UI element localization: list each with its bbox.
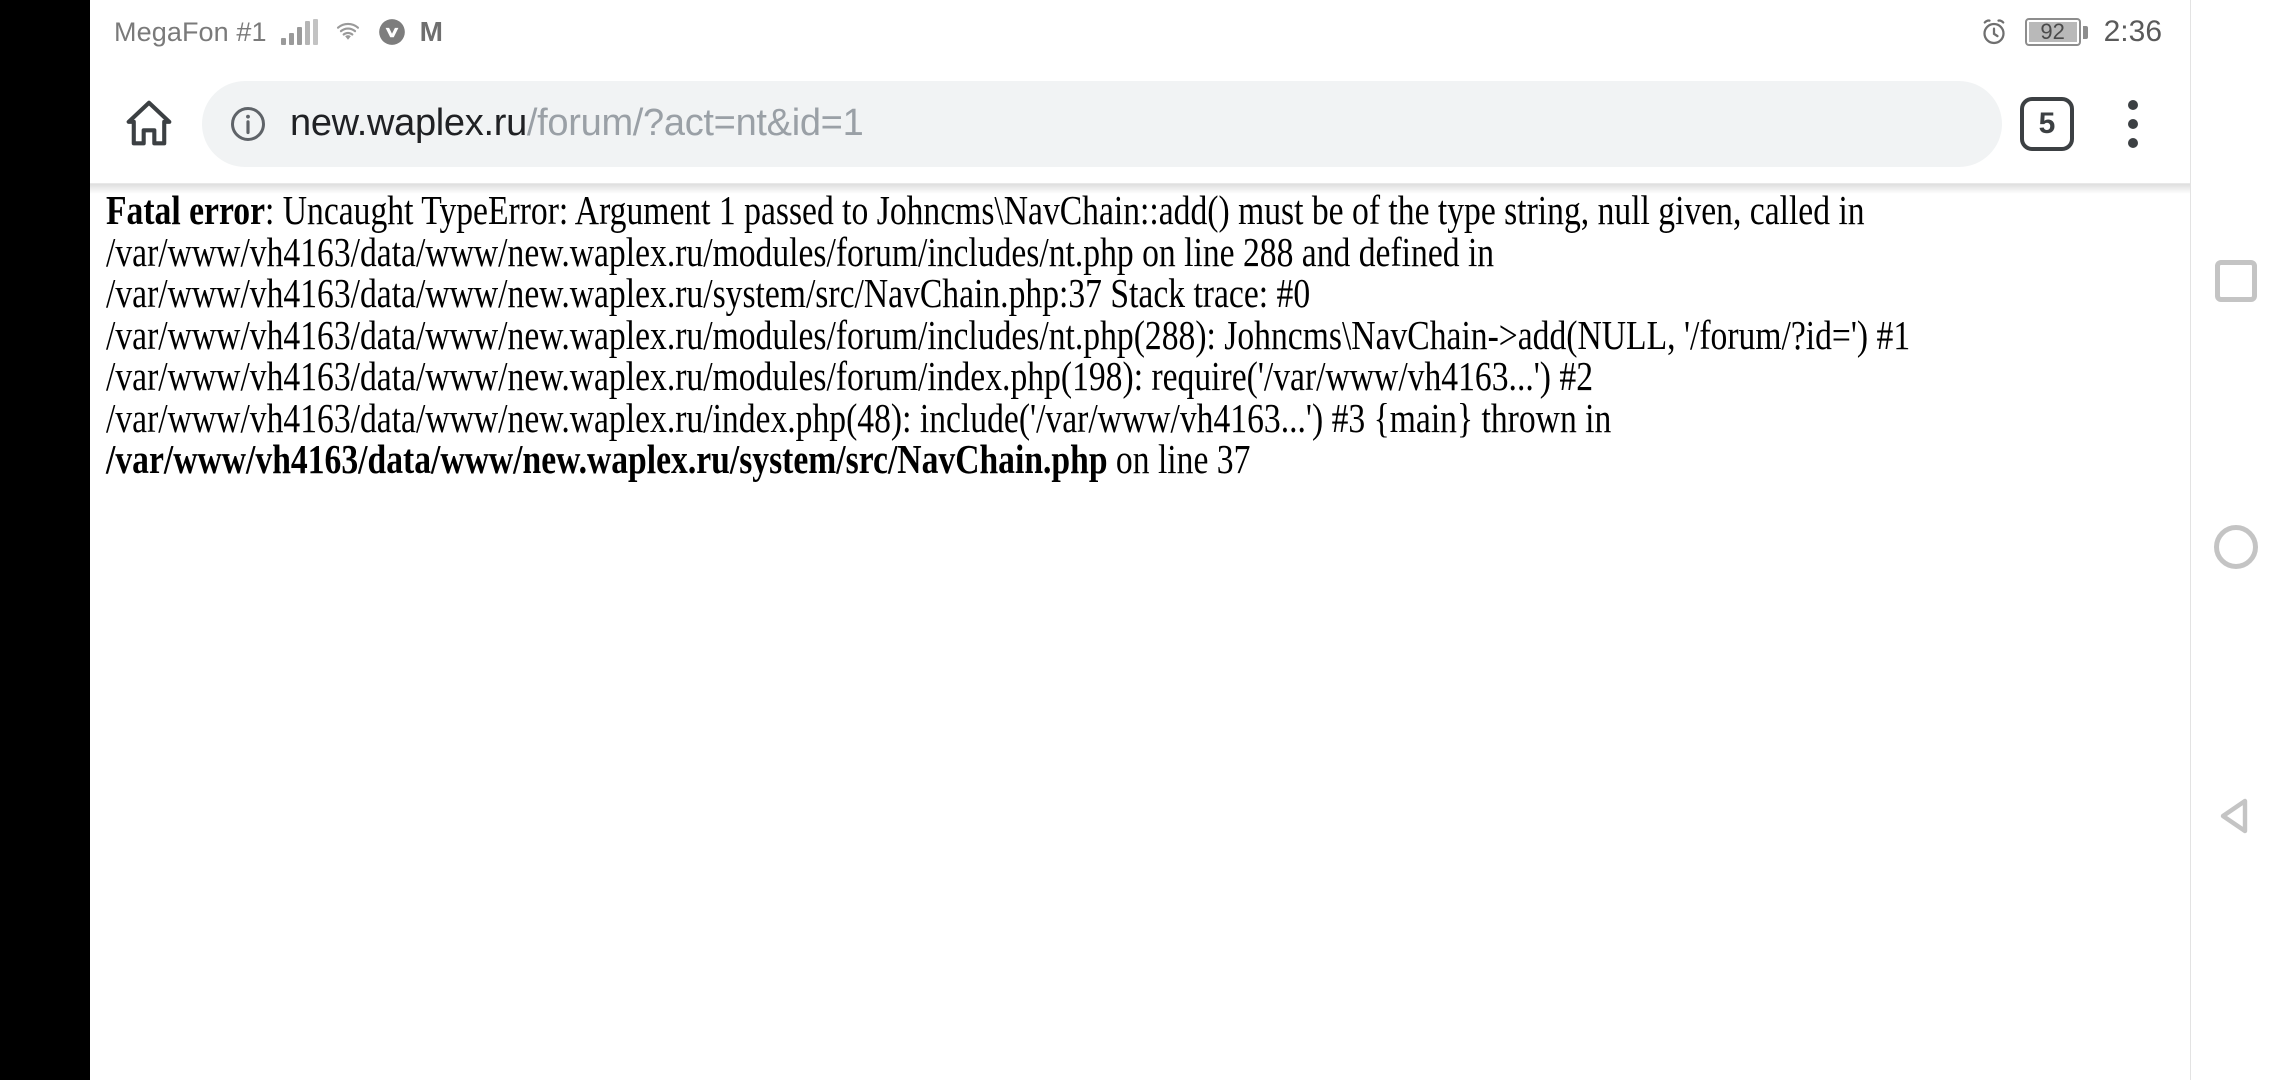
notch-black-bar [0,0,90,1080]
error-separator: : [264,187,283,233]
home-icon [126,100,172,145]
battery-level-label: 92 [2028,19,2077,44]
status-bar-right: 92 2:36 [1979,15,2162,49]
wifi-icon [336,22,359,40]
home-button[interactable] [106,81,192,167]
status-bar-left: MegaFon #1 M [114,17,443,48]
error-label: Fatal error [106,187,265,233]
browser-toolbar: new.waplex.ru/forum/?act=nt&id=1 5 [90,64,2190,184]
signal-bars-icon [280,19,318,45]
error-message: Uncaught TypeError: Argument 1 passed to… [106,187,1911,441]
status-bar: MegaFon #1 M [90,0,2190,64]
url-host: new.waplex.ru [290,102,527,144]
url-bar[interactable]: new.waplex.ru/forum/?act=nt&id=1 [202,80,2002,167]
carrier-label: MegaFon #1 [114,16,267,47]
vk-icon [378,19,405,45]
page-content: Fatal error: Uncaught TypeError: Argumen… [90,184,2190,1079]
info-circle-icon[interactable] [228,104,268,144]
recents-square-icon[interactable] [2214,260,2257,302]
m-icon: M [419,16,443,47]
home-circle-icon[interactable] [2213,525,2258,569]
status-bar-clock: 2:36 [2103,15,2162,48]
phone-viewport: MegaFon #1 M [90,0,2190,1080]
error-line-tail: on line 37 [1107,436,1251,482]
tab-switcher-button[interactable]: 5 [2020,96,2074,151]
url-text: new.waplex.ru/forum/?act=nt&id=1 [290,102,864,145]
overflow-menu-icon[interactable] [2104,88,2162,160]
error-file-path: /var/www/vh4163/data/www/new.waplex.ru/s… [106,436,1108,482]
alarm-clock-icon [1982,19,2005,45]
android-navigation-bar [2190,0,2280,1080]
tab-count-label: 5 [2038,106,2056,140]
php-fatal-error-text: Fatal error: Uncaught TypeError: Argumen… [106,187,2151,482]
back-triangle-icon[interactable] [2212,792,2260,840]
url-path: /forum/?act=nt&id=1 [526,102,864,144]
battery-icon: 92 [2024,18,2088,46]
